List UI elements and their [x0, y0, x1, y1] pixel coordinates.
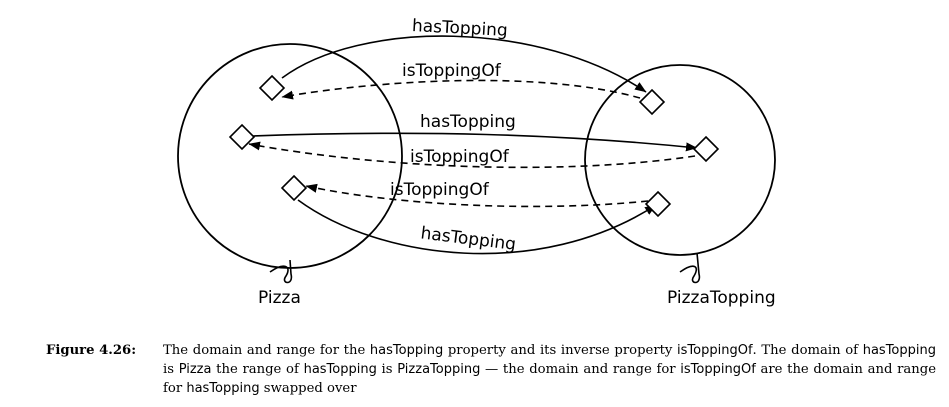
label-middle-hastopping: hasTopping — [420, 112, 516, 132]
edge-bottom-istoppingof — [305, 183, 649, 208]
label-pizza: Pizza — [258, 288, 301, 308]
label-top-hastopping: hasTopping — [412, 16, 509, 41]
pizza-individual-3 — [280, 174, 308, 202]
pizza-class-circle — [177, 43, 403, 269]
edge-middle-hastopping — [251, 132, 698, 152]
label-pizzatopping: PizzaTopping — [667, 288, 776, 308]
edge-bottom-hastopping — [297, 199, 657, 255]
caption-figure-number: Figure 4.26: — [46, 343, 137, 358]
topping-individual-1 — [638, 88, 666, 116]
pizzatopping-class-circle — [584, 64, 776, 256]
caption-text: The domain and range for the hasTopping … — [163, 343, 936, 396]
pizza-individual-2 — [228, 123, 256, 151]
label-top-istoppingof: isToppingOf — [402, 61, 502, 81]
domain-range-diagram: hasTopping isToppingOf hasTopping isTopp… — [177, 16, 776, 308]
topping-individual-3 — [644, 190, 672, 218]
edge-top-hastopping — [281, 35, 647, 93]
pizza-individual-1 — [258, 74, 286, 102]
label-middle-istoppingof: isToppingOf — [410, 147, 510, 167]
pizza-label-pointer — [269, 259, 293, 284]
topping-individual-2 — [692, 135, 720, 163]
label-bottom-istoppingof: isToppingOf — [390, 180, 490, 200]
edge-middle-istoppingof — [248, 141, 696, 169]
edge-top-istoppingof — [281, 79, 641, 100]
pizzatopping-label-pointer — [679, 252, 701, 284]
